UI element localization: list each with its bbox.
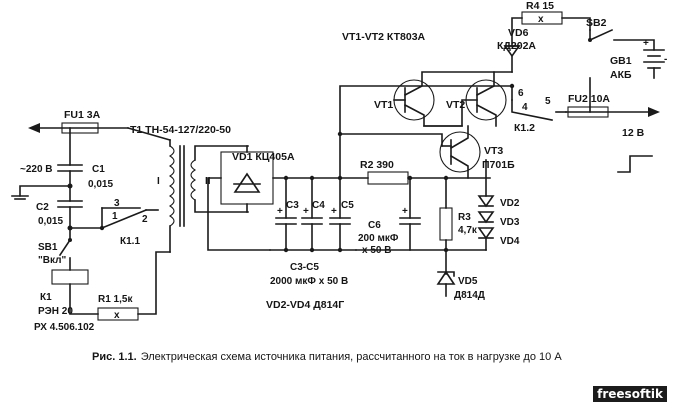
- label-gb1-type: АКБ: [610, 69, 632, 81]
- gb1-polarity: +: [643, 38, 649, 49]
- resistor-r1-mark: x: [114, 310, 120, 321]
- c4-polarity: +: [303, 206, 309, 217]
- label-k12: К1.2: [514, 122, 535, 134]
- regulator-section: R2 390 + C6 200 мкФ х 50 В R3 4,7к VD5 Д…: [337, 85, 520, 301]
- label-r3-value: 4,7к: [458, 225, 478, 236]
- filter-capacitors-c3-c5: C3 + C4 + C5 + C3-C5 2000 мкФ х 50 В VD2…: [266, 175, 357, 311]
- label-r4: R4 15: [526, 0, 554, 12]
- zener-vd4: [477, 227, 495, 240]
- label-vd2: VD2: [500, 198, 520, 209]
- label-vd6: VD6: [508, 27, 529, 39]
- label-c3-c5-value: 2000 мкФ х 50 В: [270, 276, 348, 287]
- label-sb1-name: "Вкл": [38, 255, 66, 266]
- c6-polarity: +: [402, 206, 408, 217]
- label-k11: К1.1: [120, 236, 140, 247]
- c5-polarity: +: [331, 206, 337, 217]
- label-k11-pin1: 1: [112, 211, 118, 222]
- transistor-vt3: [439, 131, 481, 173]
- caption-prefix: Рис. 1.1.: [92, 351, 137, 363]
- label-k12-pin4: 4: [522, 102, 528, 113]
- label-c1-value: 0,015: [88, 179, 113, 190]
- gb1-polarity-minus: -: [664, 54, 667, 65]
- relay-coil-k1: [51, 269, 89, 285]
- label-k12-pin5: 5: [545, 96, 551, 107]
- label-c6-value-1: 200 мкФ: [358, 233, 399, 244]
- output-section: x R4 15 VD6 КД202А SB2 + - GB1 АКБ 6 4 5…: [497, 0, 667, 173]
- caption-text: Рис. 1.1. Электрическая схема источника п…: [92, 351, 562, 363]
- watermark-logo: freesoftik: [593, 386, 667, 402]
- label-c3: C3: [286, 200, 299, 211]
- label-gb1: GB1: [610, 55, 632, 67]
- label-k11-pin2: 2: [142, 214, 148, 225]
- label-c3-c5: C3-C5: [290, 262, 319, 273]
- figure-caption: Рис. 1.1. Электрическая схема источника п…: [92, 351, 562, 363]
- relay-contact-k1-1: 3 1 2 К1.1: [99, 198, 159, 247]
- label-vt3-type: П701Б: [482, 159, 515, 171]
- label-c2: C2: [36, 202, 49, 213]
- label-vd2-vd4-type: VD2-VD4 Д814Г: [266, 299, 344, 311]
- label-ac-input: ~220 В: [20, 164, 53, 175]
- label-vt3: VT3: [484, 145, 503, 157]
- label-r3: R3: [458, 212, 471, 223]
- label-r2: R2 390: [360, 159, 394, 171]
- resistor-r3: [439, 207, 453, 241]
- label-r1: R1 1,5к: [98, 294, 133, 305]
- label-c2-value: 0,015: [38, 216, 63, 227]
- label-k1-type: РЭН 20: [38, 306, 73, 317]
- label-fu1: FU1 3A: [64, 109, 101, 121]
- label-output-voltage: 12 В: [622, 127, 645, 139]
- output-arrow: [648, 107, 660, 117]
- label-vt1: VT1: [374, 99, 393, 111]
- label-vd5: VD5: [458, 276, 478, 287]
- diode-bridge-vd1: VD1 КЦ405А: [207, 145, 341, 251]
- zener-vd2: [477, 195, 495, 208]
- caption-body: Электрическая схема источника питания, р…: [141, 351, 563, 363]
- mains-input-section: FU1 3A ~220 В C1 0,015 C2 0,015: [11, 109, 129, 231]
- label-vt1-vt2-type: VT1-VT2 КТ803А: [342, 31, 426, 43]
- label-c6: C6: [368, 220, 381, 231]
- label-k12-pin6: 6: [518, 88, 524, 99]
- label-t1: T1 ТН-54-127/220-50: [130, 124, 231, 136]
- zener-vd3: [477, 211, 495, 224]
- transformer-t1: T1 ТН-54-127/220-50 I II: [127, 124, 249, 253]
- label-c4: C4: [312, 200, 325, 211]
- transistors: VT1-VT2 КТ803А VT1 VT2 VT3 П701Б: [342, 31, 515, 179]
- label-winding-1: I: [157, 176, 160, 187]
- label-c1: C1: [92, 164, 105, 175]
- label-sb2: SB2: [586, 17, 607, 29]
- control-circuit: SB1 "Вкл" К1 РЭН 20 РХ 4.506.102 x R1 1,…: [34, 227, 171, 333]
- label-k1: К1: [40, 292, 52, 303]
- resistor-r2: [367, 171, 409, 185]
- label-vd3: VD3: [500, 217, 520, 228]
- label-c5: C5: [341, 200, 354, 211]
- label-vd4: VD4: [500, 236, 520, 247]
- label-vt2: VT2: [446, 99, 465, 111]
- label-vd6-type: КД202А: [497, 40, 536, 52]
- label-fu2: FU2 10A: [568, 93, 610, 105]
- label-sb1: SB1: [38, 242, 58, 253]
- resistor-r4-mark: x: [538, 14, 544, 25]
- label-vd1: VD1 КЦ405А: [232, 151, 295, 163]
- c3-polarity: +: [277, 206, 283, 217]
- label-k1-passport: РХ 4.506.102: [34, 322, 95, 333]
- label-vd5-type: Д814Д: [454, 290, 485, 301]
- label-k11-pin3: 3: [114, 198, 120, 209]
